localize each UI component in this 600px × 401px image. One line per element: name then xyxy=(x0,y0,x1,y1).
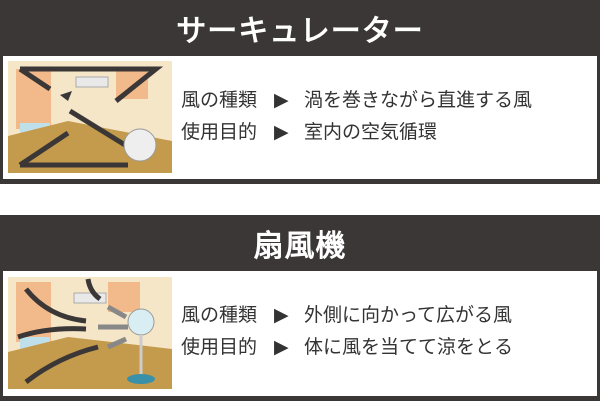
section-title: サーキュレーター xyxy=(0,0,600,56)
row-label: 風の種類 xyxy=(181,304,258,326)
info-row: 使用目的 ▶ 室内の空気循環 xyxy=(181,116,532,148)
info-box: 風の種類 ▶ 外側に向かって広がる風 使用目的 ▶ 体に風を当てて涼をとる xyxy=(0,271,600,401)
row-label: 使用目的 xyxy=(181,121,258,143)
triangle-right-icon: ▶ xyxy=(274,121,289,143)
row-value: 外側に向かって広がる風 xyxy=(304,304,513,326)
circulator-room-illustration xyxy=(8,61,172,173)
info-box: 風の種類 ▶ 渦を巻きながら直進する風 使用目的 ▶ 室内の空気循環 xyxy=(0,56,600,184)
triangle-right-icon: ▶ xyxy=(274,336,289,358)
row-label: 風の種類 xyxy=(181,89,258,111)
section-title: 扇風機 xyxy=(0,215,600,271)
fan-section: 扇風機 風の種類 ▶ 外側に向かって広がる風 使用目的 ▶ 体に風を当てて涼をとる xyxy=(0,215,600,401)
fan-room-illustration xyxy=(8,277,172,389)
row-value: 室内の空気循環 xyxy=(304,121,438,143)
info-row: 使用目的 ▶ 体に風を当てて涼をとる xyxy=(181,331,513,363)
row-value: 体に風を当てて涼をとる xyxy=(304,336,514,358)
row-label: 使用目的 xyxy=(181,336,258,358)
triangle-right-icon: ▶ xyxy=(274,304,289,326)
info-row: 風の種類 ▶ 渦を巻きながら直進する風 xyxy=(181,84,532,116)
info-row: 風の種類 ▶ 外側に向かって広がる風 xyxy=(181,299,513,331)
triangle-right-icon: ▶ xyxy=(274,89,289,111)
circulator-section: サーキュレーター 風の種類 ▶ 渦を巻きながら直進する風 使用目的 ▶ 室内の空気循環 xyxy=(0,0,600,184)
row-value: 渦を巻きながら直進する風 xyxy=(304,89,533,111)
